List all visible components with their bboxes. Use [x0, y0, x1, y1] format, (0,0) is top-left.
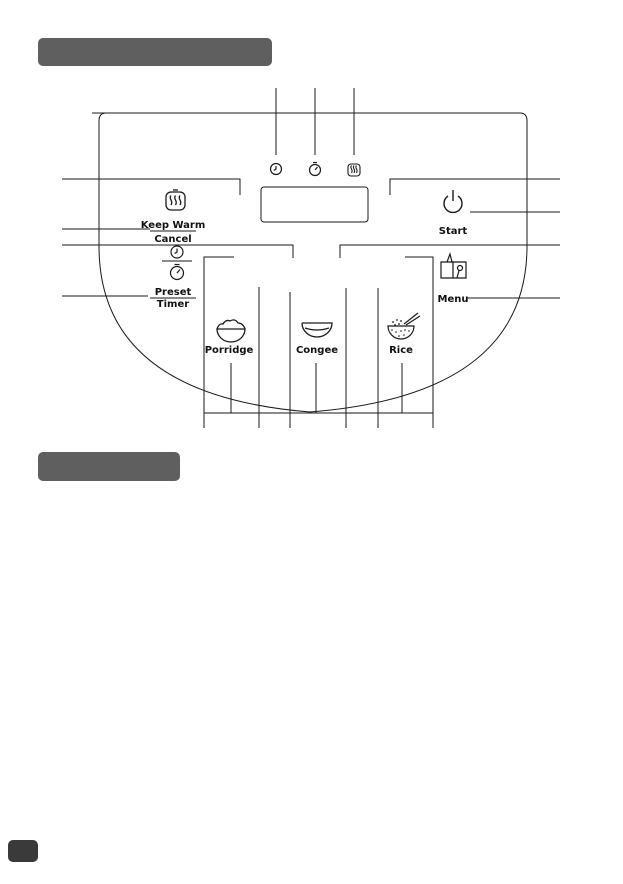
timer-icon — [310, 163, 321, 176]
preset-timer-icon — [171, 265, 184, 280]
rice-label[interactable]: Rice — [389, 345, 413, 356]
callout-display-left — [62, 179, 240, 195]
porridge-bowl-icon — [217, 320, 245, 342]
menu-label[interactable]: Menu — [438, 294, 469, 305]
callout-rice-right — [405, 257, 433, 428]
clock-icon — [271, 164, 282, 175]
timer-label[interactable]: Timer — [157, 299, 189, 310]
rice-bowl-icon — [388, 313, 420, 339]
display-screen — [261, 187, 368, 222]
congee-label[interactable]: Congee — [296, 345, 338, 356]
keep-warm-button-icon — [166, 190, 185, 210]
start-label[interactable]: Start — [439, 226, 468, 237]
cancel-label[interactable]: Cancel — [154, 234, 191, 245]
keep-warm-label[interactable]: Keep Warm — [141, 220, 206, 231]
congee-bowl-icon — [302, 323, 332, 337]
callout-display-right — [390, 179, 560, 195]
porridge-label[interactable]: Porridge — [205, 345, 254, 356]
preset-clock-icon — [171, 246, 183, 258]
menu-book-icon — [441, 254, 466, 278]
keep-warm-icon — [348, 164, 360, 176]
preset-label[interactable]: Preset — [155, 287, 192, 298]
power-icon — [444, 190, 462, 212]
